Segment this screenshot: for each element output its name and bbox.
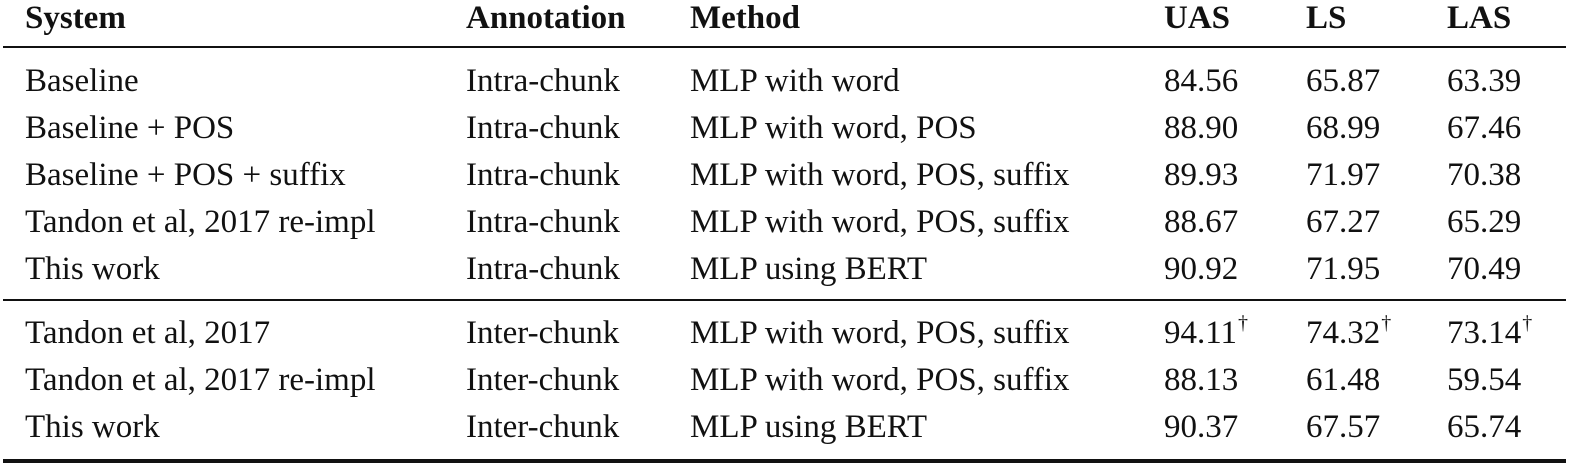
cell-las: 70.38 [1447,157,1522,193]
cell-ls: 74.32† [1306,312,1392,351]
cell-annotation: Intra-chunk [466,251,620,287]
header-rule [3,46,1566,48]
cell-method: MLP with word [690,63,900,99]
cell-system: Tandon et al, 2017 re-impl [25,204,376,240]
cell-ls: 71.95 [1306,251,1381,287]
cell-system: This work [25,251,160,287]
cell-system: Tandon et al, 2017 re-impl [25,362,376,398]
table-row: Baseline Intra-chunk MLP with word 84.56… [0,63,1566,99]
bottom-rule [3,459,1566,463]
cell-uas: 84.56 [1164,63,1239,99]
table-row: Tandon et al, 2017 re-impl Intra-chunk M… [0,204,1566,240]
cell-las: 73.14† [1447,312,1533,351]
cell-ls: 67.27 [1306,204,1381,240]
cell-las: 65.29 [1447,204,1522,240]
cell-uas: 89.93 [1164,157,1239,193]
cell-annotation: Inter-chunk [466,409,620,445]
cell-annotation: Intra-chunk [466,63,620,99]
cell-uas: 88.13 [1164,362,1239,398]
cell-system: Tandon et al, 2017 [25,315,271,351]
cell-uas: 90.37 [1164,409,1239,445]
dagger-mark: † [1522,312,1533,334]
cell-uas: 88.90 [1164,110,1239,146]
cell-las: 59.54 [1447,362,1522,398]
cell-annotation: Intra-chunk [466,204,620,240]
table-row: Tandon et al, 2017 Inter-chunk MLP with … [0,312,1566,351]
cell-method: MLP with word, POS, suffix [690,315,1070,351]
cell-system: Baseline + POS [25,110,235,146]
cell-uas: 90.92 [1164,251,1239,287]
header-method: Method [690,0,800,36]
cell-system: Baseline [25,63,139,99]
table-row: Tandon et al, 2017 re-impl Inter-chunk M… [0,362,1566,398]
cell-annotation: Inter-chunk [466,315,620,351]
cell-system: Baseline + POS + suffix [25,157,346,193]
header-ls: LS [1306,0,1347,36]
cell-method: MLP with word, POS, suffix [690,362,1070,398]
cell-method: MLP with word, POS, suffix [690,157,1070,193]
cell-annotation: Inter-chunk [466,362,620,398]
cell-ls: 61.48 [1306,362,1381,398]
header-system: System [25,0,126,36]
cell-las: 70.49 [1447,251,1522,287]
cell-ls: 67.57 [1306,409,1381,445]
table-row: Baseline + POS Intra-chunk MLP with word… [0,110,1566,146]
table-header-row: System Annotation Method UAS LS LAS [0,0,1566,36]
cell-annotation: Intra-chunk [466,157,620,193]
cell-las: 63.39 [1447,63,1522,99]
cell-ls: 71.97 [1306,157,1381,193]
cell-method: MLP with word, POS [690,110,977,146]
cell-las: 67.46 [1447,110,1522,146]
header-uas: UAS [1164,0,1231,36]
cell-ls: 68.99 [1306,110,1381,146]
cell-las: 65.74 [1447,409,1522,445]
table-row: Baseline + POS + suffix Intra-chunk MLP … [0,157,1566,193]
header-las: LAS [1447,0,1512,36]
cell-method: MLP using BERT [690,409,927,445]
header-annotation: Annotation [466,0,626,36]
section-rule [3,299,1566,301]
cell-method: MLP using BERT [690,251,927,287]
cell-method: MLP with word, POS, suffix [690,204,1070,240]
cell-system: This work [25,409,160,445]
cell-ls: 65.87 [1306,63,1381,99]
dagger-mark: † [1238,312,1249,334]
table-row: This work Inter-chunk MLP using BERT 90.… [0,409,1566,445]
table-row: This work Intra-chunk MLP using BERT 90.… [0,251,1566,287]
cell-uas: 88.67 [1164,204,1239,240]
cell-uas: 94.11† [1164,312,1249,351]
dagger-mark: † [1381,312,1392,334]
cell-annotation: Intra-chunk [466,110,620,146]
